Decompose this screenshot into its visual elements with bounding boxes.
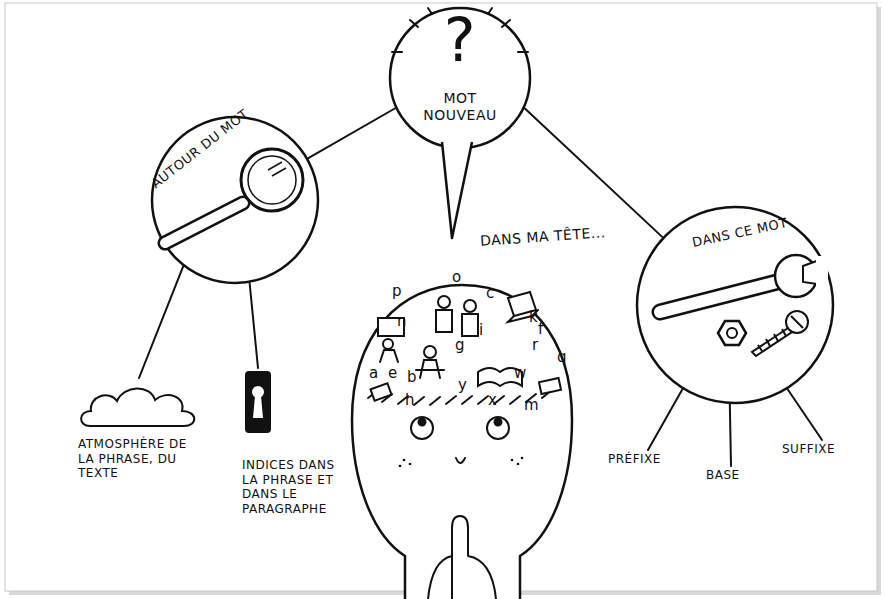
circle-outline	[390, 8, 530, 148]
circle-outline	[637, 207, 833, 403]
head-letter: e	[388, 366, 397, 381]
word-part: SUFFIXE	[782, 442, 862, 462]
cloud-outline	[81, 388, 194, 426]
keyhole-icon: INDICES DANS LA PHRASE ET DANS LE PARAGR…	[238, 368, 358, 558]
head-letter: k	[529, 310, 538, 325]
cloud-outline	[78, 380, 200, 430]
strategy-circle-outline	[150, 115, 320, 285]
keyhole-plate	[245, 371, 271, 433]
head-letter: o	[452, 270, 461, 285]
branch-text: INDICES DANS LA PHRASE ET DANS LE PARAGR…	[242, 458, 342, 517]
connector-line	[648, 389, 683, 450]
head-letter: b	[407, 370, 417, 385]
connector-line	[308, 108, 396, 158]
question-mark: ?	[410, 10, 510, 70]
head-letter: g	[455, 338, 465, 353]
head-letter: y	[458, 378, 467, 393]
keyhole-opening	[253, 396, 263, 418]
connector-line	[139, 266, 183, 378]
head-letter: h	[405, 393, 415, 408]
word-part-text: SUFFIXE	[782, 442, 862, 457]
connector-line	[524, 108, 662, 237]
bubble-tail	[442, 142, 472, 238]
word-part: BASE	[706, 468, 756, 488]
word-part-text: PRÉFIXE	[608, 452, 688, 467]
head-letter: m	[524, 398, 539, 413]
head-letter: f	[538, 322, 543, 337]
word-part-text: BASE	[706, 468, 756, 483]
head-letter: n	[397, 314, 407, 329]
circle-outline	[152, 117, 318, 283]
head-heading: DANS MA TÊTE...	[480, 223, 621, 250]
head-letter: i	[479, 323, 483, 338]
head-letter: q	[557, 350, 567, 365]
head-outline	[340, 226, 620, 599]
head-letter: c	[486, 286, 494, 301]
head-letter: a	[369, 366, 378, 381]
bubble-text: MOT NOUVEAU	[418, 90, 502, 124]
word-part: PRÉFIXE	[608, 452, 688, 472]
head-letter: w	[514, 366, 526, 381]
head-letter: r	[532, 338, 538, 353]
head-letter: p	[392, 284, 402, 299]
cloud-icon: ATMOSPHÈRE DE LA PHRASE, DU TEXTE	[70, 380, 220, 495]
connector-line	[730, 404, 731, 466]
keyhole-outline	[244, 370, 272, 434]
head-letter: x	[488, 393, 497, 408]
head-outline	[352, 285, 572, 599]
connector-line	[250, 283, 258, 368]
connector-line	[787, 389, 822, 440]
branch-text: ATMOSPHÈRE DE LA PHRASE, DU TEXTE	[78, 437, 190, 481]
strategy-circle: AUTOUR DU MOT	[150, 115, 320, 285]
head-figure: DANS MA TÊTE...	[340, 226, 620, 599]
strategy-circle: DANS CE MOT	[635, 205, 835, 405]
speech-bubble: ? MOT NOUVEAU	[388, 6, 532, 150]
